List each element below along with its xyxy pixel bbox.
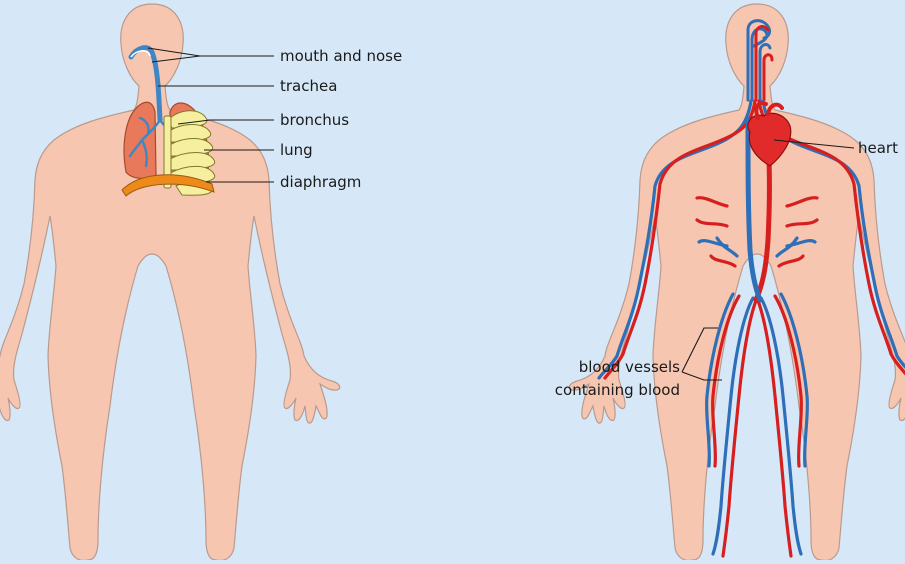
body-silhouette <box>569 4 905 560</box>
label-diaphragm: diaphragm <box>280 173 361 191</box>
label-blood-vessels-line2: containing blood <box>520 381 680 399</box>
label-heart: heart <box>858 139 898 157</box>
label-bronchus: bronchus <box>280 111 349 129</box>
label-lung: lung <box>280 141 313 159</box>
circulatory-figure <box>569 4 905 560</box>
label-trachea: trachea <box>280 77 337 95</box>
label-mouth-and-nose: mouth and nose <box>280 47 402 65</box>
label-blood-vessels-line1: blood vessels <box>530 358 680 376</box>
